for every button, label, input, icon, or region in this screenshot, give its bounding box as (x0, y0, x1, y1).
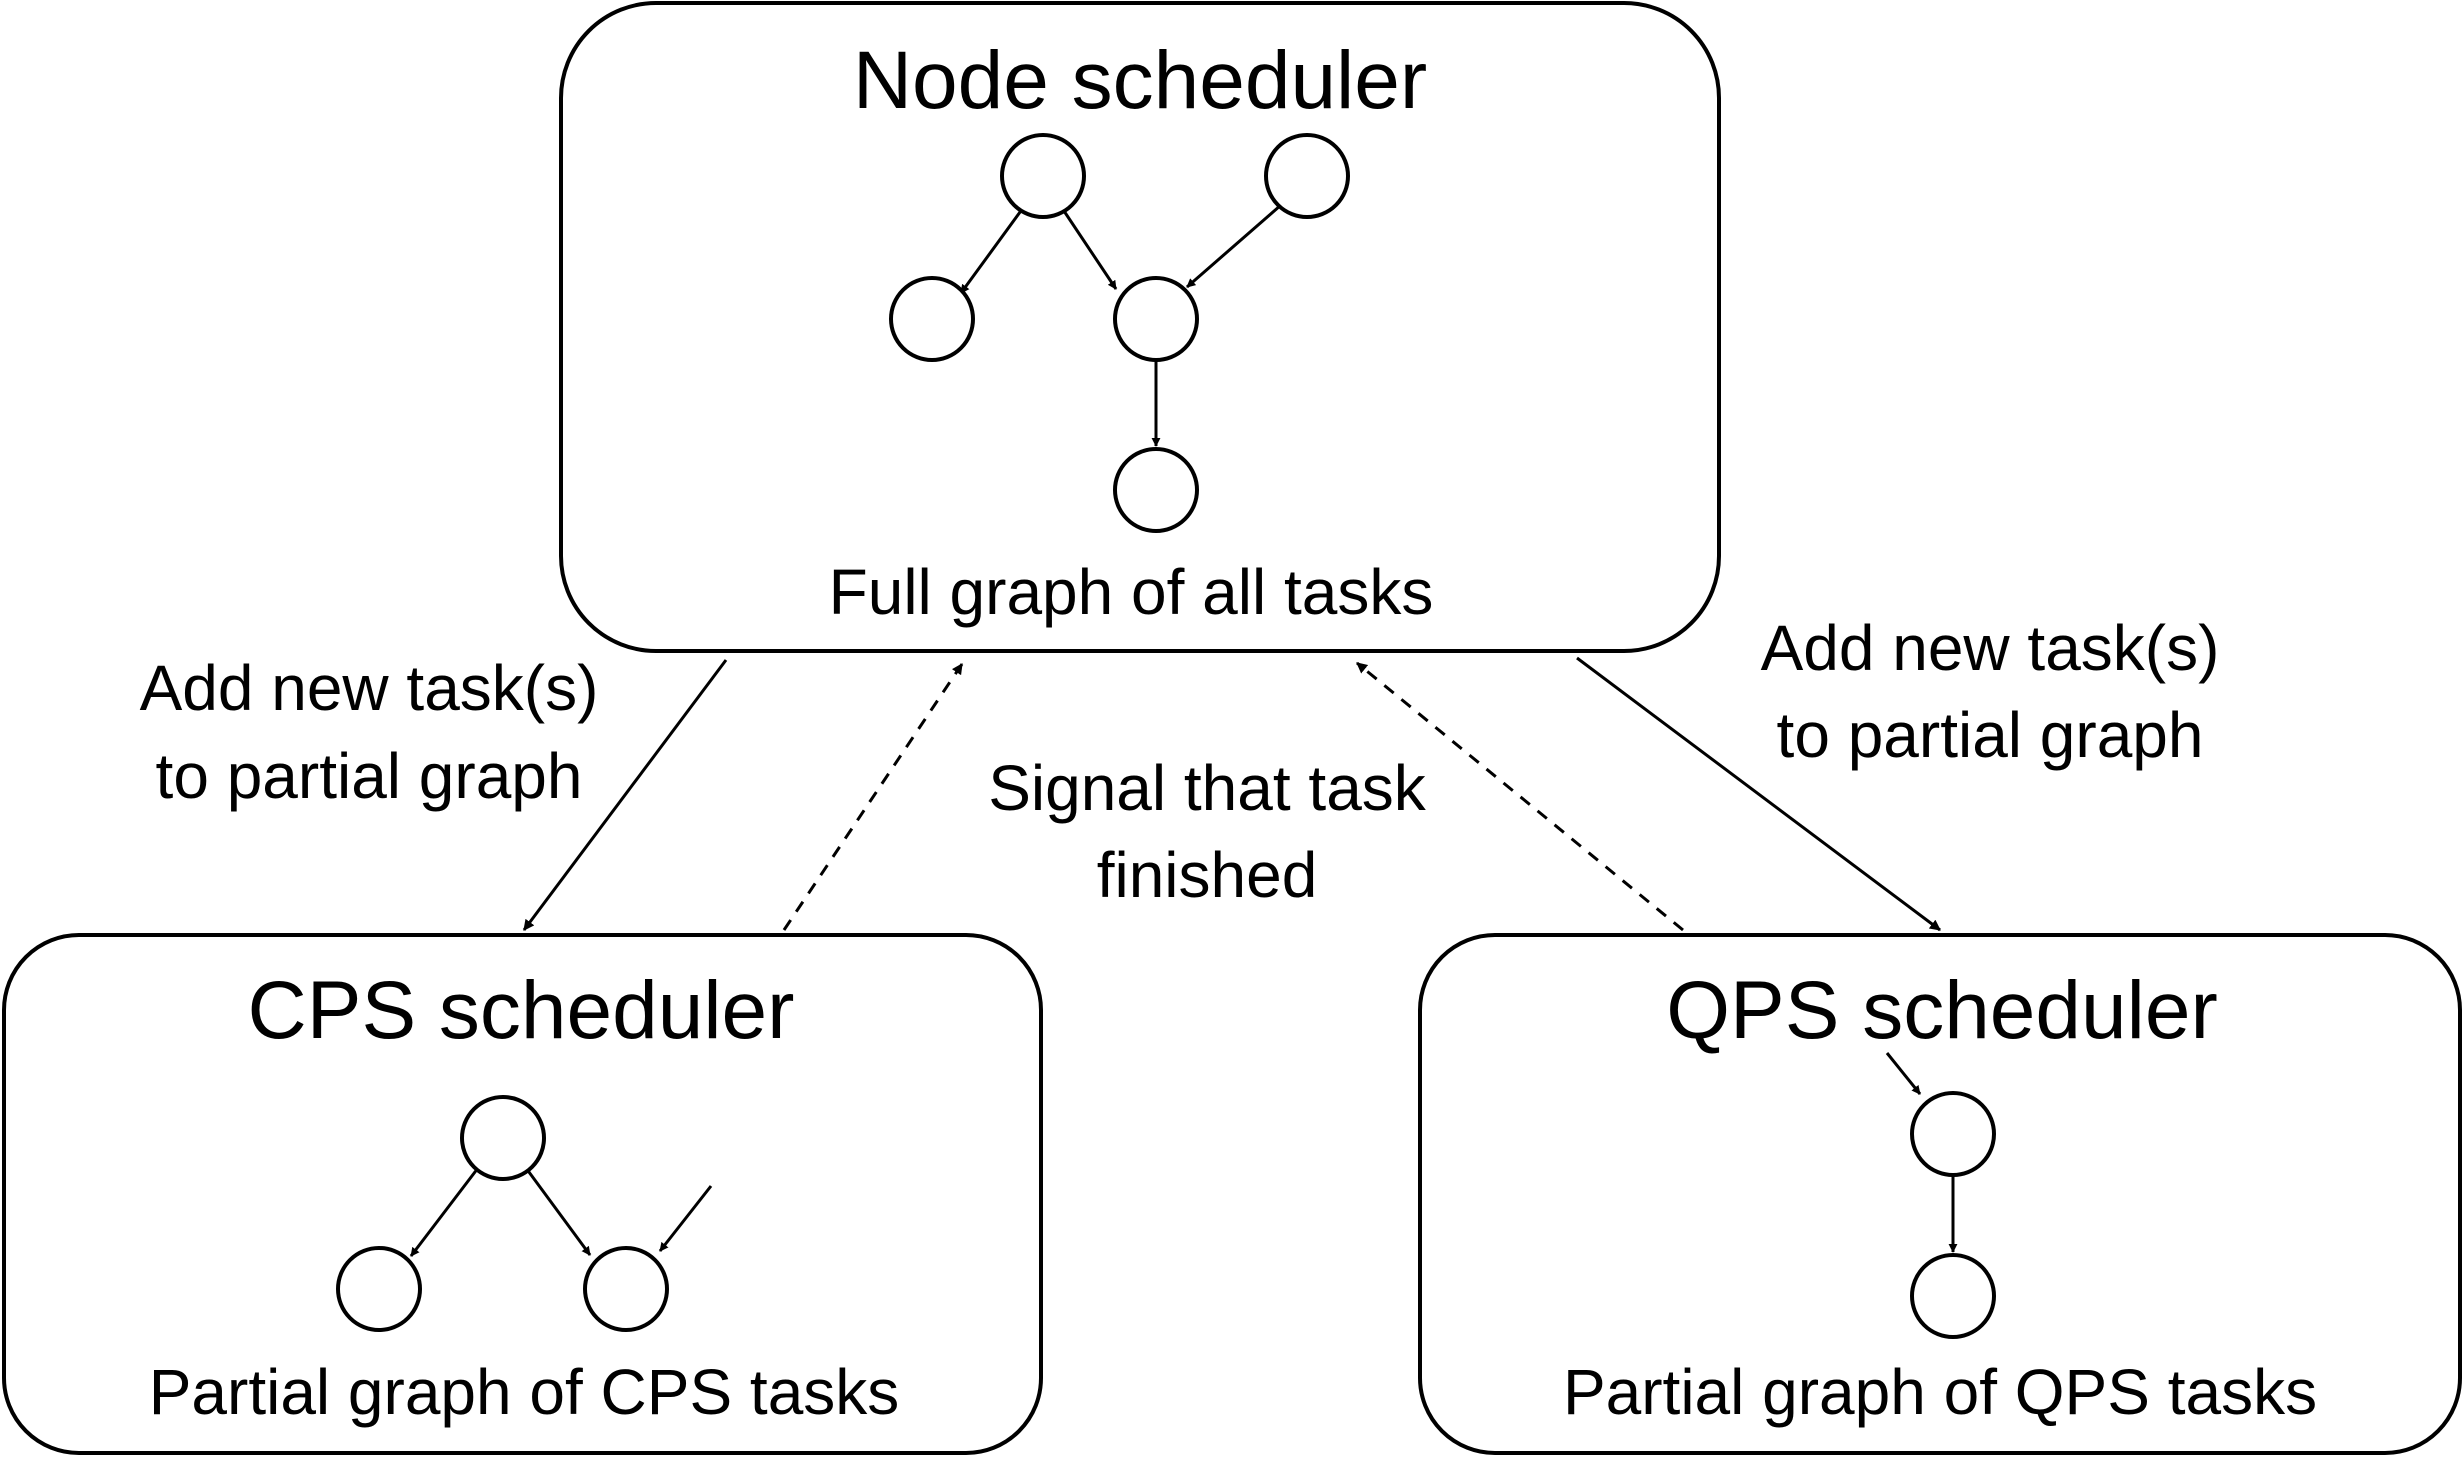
add-task-arrow-to-cps (522, 659, 728, 931)
signal-label: Signal that task finished (988, 752, 1427, 911)
task-node (1910, 1253, 1996, 1339)
qps-scheduler-box: QPS scheduler Partial graph of QPS tasks (1418, 933, 2462, 1455)
task-node (460, 1095, 546, 1181)
graph-edge (1060, 207, 1118, 290)
add-task-label-left-line-2: to partial graph (156, 740, 583, 812)
task-node (1113, 447, 1199, 533)
task-node (889, 276, 975, 362)
full-task-graph (889, 133, 1350, 533)
task-node (1113, 276, 1199, 362)
task-node (583, 1246, 669, 1332)
signal-label-line-2: finished (1097, 839, 1318, 911)
node-scheduler-title: Node scheduler (853, 35, 1427, 126)
signal-label-line-1: Signal that task (988, 752, 1427, 824)
graph-edge (524, 1167, 592, 1256)
qps-scheduler-title: QPS scheduler (1666, 965, 2218, 1056)
add-task-label-right-line-2: to partial graph (1777, 699, 2204, 771)
node-scheduler-caption: Full graph of all tasks (829, 556, 1434, 628)
add-task-label-right-line-1: Add new task(s) (1761, 612, 2220, 684)
graph-edge (1186, 203, 1282, 289)
graph-edge (409, 1167, 480, 1257)
cps-scheduler-title: CPS scheduler (248, 965, 795, 1056)
cps-task-graph (336, 1095, 713, 1332)
add-task-label-left: Add new task(s) to partial graph (140, 652, 599, 812)
node-scheduler-box: Node scheduler Full graph of all tasks (559, 1, 1721, 653)
add-task-label-right: Add new task(s) to partial graph (1761, 612, 2220, 771)
signal-arrow-from-cps (782, 663, 964, 931)
signal-arrow-from-qps (1356, 661, 1684, 932)
graph-edge-incoming (1885, 1052, 1922, 1095)
cps-scheduler-box: CPS scheduler Partial graph of CPS tasks (2, 933, 1043, 1455)
add-task-label-left-line-1: Add new task(s) (140, 652, 599, 724)
cps-scheduler-caption: Partial graph of CPS tasks (149, 1356, 900, 1428)
graph-edge-incoming (658, 1185, 713, 1252)
task-node (1000, 133, 1086, 219)
qps-scheduler-caption: Partial graph of QPS tasks (1563, 1356, 2317, 1428)
graph-edge (959, 207, 1025, 294)
qps-task-graph (1885, 1052, 1996, 1339)
add-task-arrow-to-qps (1576, 656, 1941, 932)
task-node (336, 1246, 422, 1332)
task-node (1910, 1091, 1996, 1177)
task-node (1264, 133, 1350, 219)
